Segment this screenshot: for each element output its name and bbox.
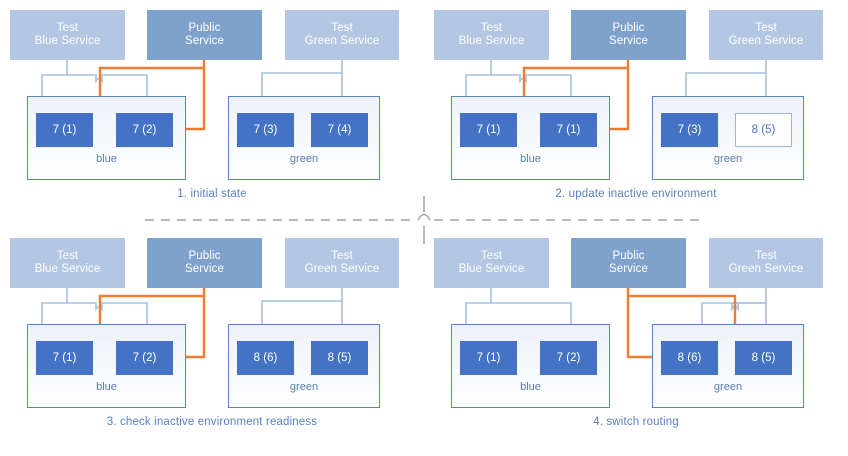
service-test-green-line2: Green Service [304,35,380,47]
instance-box[interactable]: 7 (2) [540,341,597,375]
service-test-green-line1: Test [755,21,777,34]
panel-caption: 1. initial state [177,188,247,200]
instance-box[interactable]: 7 (1) [36,113,93,147]
service-test-blue-line2: Blue Service [34,35,101,47]
service-test-blue[interactable]: Test Blue Service [10,238,125,288]
service-public-line2: Service [184,263,225,275]
environment-label-green: green [713,381,743,393]
service-test-blue[interactable]: Test Blue Service [10,10,125,60]
service-public[interactable]: Public Service [571,238,686,288]
service-test-blue-line1: Test [480,249,503,262]
environment-blue: 7 (1) 7 (2) blue [451,324,610,408]
service-test-green[interactable]: Test Green Service [709,238,823,288]
service-test-green-line2: Green Service [728,263,804,275]
environment-label-blue: blue [96,381,117,393]
environment-label-green: green [289,153,319,165]
environment-green: 8 (6) 8 (5) green [652,324,804,408]
service-test-blue[interactable]: Test Blue Service [434,10,549,60]
instance-box[interactable]: 8 (6) [661,341,718,375]
environment-blue: 7 (1) 7 (1) blue [451,96,610,180]
instance-box[interactable]: 7 (4) [311,113,368,147]
instance-box[interactable]: 7 (1) [460,341,517,375]
instance-box[interactable]: 7 (1) [540,113,597,147]
service-test-blue-line2: Blue Service [458,35,525,47]
panel-caption: 4. switch routing [593,416,679,428]
service-public[interactable]: Public Service [147,10,262,60]
service-test-blue[interactable]: Test Blue Service [434,238,549,288]
service-public[interactable]: Public Service [147,238,262,288]
service-public-line1: Public [612,21,645,34]
service-test-green-line2: Green Service [728,35,804,47]
service-public[interactable]: Public Service [571,10,686,60]
service-test-green-line1: Test [755,249,777,262]
service-test-blue-line1: Test [480,21,503,34]
service-public-line1: Public [612,249,645,262]
service-test-green-line2: Green Service [304,263,380,275]
panel-1: Test Blue Service Public Service Test Gr… [0,0,424,228]
environment-label-green: green [713,153,743,165]
environment-blue: 7 (1) 7 (2) blue [27,96,186,180]
service-test-blue-line2: Blue Service [34,263,101,275]
environment-label-blue: blue [520,381,541,393]
panel-caption: 2. update inactive environment [555,188,717,200]
service-public-line1: Public [188,21,221,34]
service-public-line2: Service [608,35,649,47]
instance-box[interactable]: 7 (3) [237,113,294,147]
instance-box[interactable]: 8 (5) [311,341,368,375]
service-test-green[interactable]: Test Green Service [285,238,399,288]
environment-label-blue: blue [520,153,541,165]
instance-box[interactable]: 8 (6) [237,341,294,375]
instance-box[interactable]: 7 (3) [661,113,718,147]
service-test-green[interactable]: Test Green Service [709,10,823,60]
panel-4: Test Blue Service Public Service Test Gr… [424,228,848,456]
environment-label-green: green [289,381,319,393]
service-public-line2: Service [184,35,225,47]
environment-green: 8 (6) 8 (5) green [228,324,380,408]
instance-box[interactable]: 7 (2) [116,341,173,375]
panel-caption: 3. check inactive environment readiness [106,416,318,428]
instance-box[interactable]: 7 (1) [36,341,93,375]
instance-box[interactable]: 7 (1) [460,113,517,147]
environment-blue: 7 (1) 7 (2) blue [27,324,186,408]
service-test-green-line1: Test [331,249,353,262]
instance-box[interactable]: 8 (5) [735,113,792,147]
panel-3: Test Blue Service Public Service Test Gr… [0,228,424,456]
environment-green: 7 (3) 8 (5) green [652,96,804,180]
panel-2: Test Blue Service Public Service Test Gr… [424,0,848,228]
instance-box[interactable]: 7 (2) [116,113,173,147]
service-test-green-line1: Test [331,21,353,34]
service-test-blue-line1: Test [56,21,79,34]
environment-label-blue: blue [96,153,117,165]
service-public-line2: Service [608,263,649,275]
service-test-green[interactable]: Test Green Service [285,10,399,60]
service-test-blue-line1: Test [56,249,79,262]
service-test-blue-line2: Blue Service [458,263,525,275]
environment-green: 7 (3) 7 (4) green [228,96,380,180]
service-public-line1: Public [188,249,221,262]
instance-box[interactable]: 8 (5) [735,341,792,375]
